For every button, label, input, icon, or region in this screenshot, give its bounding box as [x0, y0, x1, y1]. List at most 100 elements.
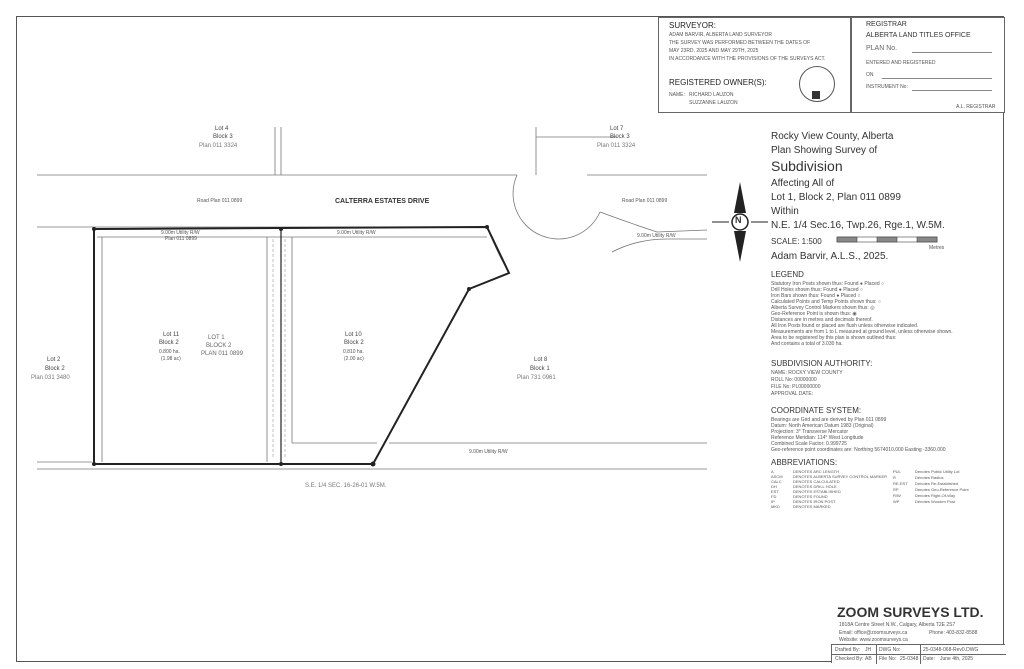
lot10-label: Lot 10 — [345, 332, 362, 338]
plan-showing: Plan Showing Survey of — [771, 145, 878, 156]
land-titles-office: ALBERTA LAND TITLES OFFICE — [866, 32, 971, 39]
existing-plan-label: PLAN 011 0899 — [201, 351, 243, 357]
company-phone: Phone: 403-832-8588 — [929, 630, 978, 636]
utility-rw-label: 9.00m Utility R/W — [337, 230, 376, 236]
scale-units: Metres — [929, 245, 945, 251]
owner-name: SUZZANNE LAUZON — [689, 100, 738, 106]
file-value: 25-0348 — [900, 656, 919, 662]
existing-block-label: BLOCK 2 — [206, 343, 232, 349]
abbr-desc: DENOTES ARC LENGTH — [793, 469, 840, 474]
abbr-code: ASCM — [771, 474, 783, 479]
plan-no-label: PLAN No. — [866, 45, 898, 52]
drafted-label: Drafted By: — [835, 647, 861, 653]
legend-item: Distances are in metres and decimals the… — [771, 317, 873, 323]
abbr-desc: Denotes Radius — [915, 475, 944, 480]
legend-item: And contains a total of 3.030 ha. — [771, 341, 843, 347]
existing-lot-label: LOT 1 — [208, 335, 225, 341]
lot8-label: Lot 8 — [534, 357, 548, 363]
coordinate-line: Projection: 3° Transverse Mercator — [771, 429, 849, 435]
surveyor-box: SURVEYOR: ADAM BARVIR, ALBERTA LAND SURV… — [658, 17, 851, 113]
abbr-code: CALC — [771, 479, 782, 484]
block2-label: Block 2 — [344, 340, 364, 346]
drafted-value: JH — [865, 647, 872, 653]
legend-item: Area to be registered by this plan is sh… — [771, 335, 897, 341]
legend-item: Geo-Reference Point is shown thus: ◉ — [771, 311, 857, 317]
authority-title: SUBDIVISION AUTHORITY: — [771, 359, 873, 368]
company-website: Website: www.zoomsurveys.ca — [839, 637, 908, 643]
abbr-desc: Denotes Re-Established — [915, 481, 959, 486]
coordinate-line: Combined Scale Factor: 0.999725 — [771, 441, 847, 447]
entered-label: ENTERED AND REGISTERED — [866, 60, 936, 66]
dwg-label: DWG No: — [879, 647, 901, 653]
utility-rw-label: 9.00m Utility R/W — [637, 233, 676, 239]
survey-sheet: SURVEYOR: ADAM BARVIR, ALBERTA LAND SURV… — [16, 16, 1006, 664]
abbr-desc: Denotes Right-Of-Way — [915, 493, 956, 498]
lot11-label: Lot 11 — [163, 332, 180, 338]
surveyor-line: THE SURVEY WAS PERFORMED BETWEEN THE DAT… — [669, 40, 811, 46]
utility-rw-label: 9.00m Utility R/W — [161, 230, 200, 236]
lot2-label: Lot 2 — [47, 357, 61, 363]
legend-item: Iron Bars shown thus: Found ● Placed ○ — [771, 293, 861, 299]
subdivision-title: Subdivision — [771, 158, 843, 174]
abbr-code: RE-EST — [893, 481, 908, 486]
block1-label: Block 1 — [530, 366, 550, 372]
legal-location: N.E. 1/4 Sec.16, Twp.26, Rge.1, W.5M. — [771, 220, 945, 231]
abbr-desc: DENOTES DRILL HOLE — [793, 484, 837, 489]
block2-label: Block 2 — [45, 366, 65, 372]
coordinate-title: COORDINATE SYSTEM: — [771, 406, 862, 415]
company-email: Email: office@zoomsurveys.ca — [839, 630, 908, 636]
scale-label: SCALE: 1:500 — [771, 237, 822, 246]
legend-item: Statutory Iron Posts shown thus: Found ●… — [771, 281, 885, 287]
abbr-code: A — [771, 469, 774, 474]
affecting-label: Affecting All of — [771, 178, 835, 189]
surveyor-title: SURVEYOR: — [669, 21, 716, 30]
legend-item: Drill Holes shown thus: Found ● Placed ○ — [771, 287, 863, 293]
abbr-desc: DENOTES MARKED — [793, 504, 831, 509]
abbr-code: EST — [771, 489, 779, 494]
plan-label: Plan 011 3324 — [597, 143, 636, 149]
lot-description: Lot 1, Block 2, Plan 011 0899 — [771, 192, 901, 203]
abbr-code: R/W — [893, 493, 901, 498]
instrument-label: INSTRUMENT No: — [866, 84, 908, 90]
area-label: 0.800 ha. — [159, 349, 180, 355]
lot4-label: Lot 4 — [215, 126, 229, 132]
abbr-code: R — [893, 475, 896, 480]
abbr-code: WP — [893, 499, 900, 504]
block2-label: Block 2 — [159, 340, 179, 346]
authority-line: APPROVAL DATE: — [771, 391, 814, 397]
coordinate-line: Reference Meridian: 114° West Longitude — [771, 435, 864, 441]
authority-line: NAME: ROCKY VIEW COUNTY — [771, 370, 843, 376]
surveyor-line: ADAM BARVIR, ALBERTA LAND SURVEYOR — [669, 32, 772, 38]
coordinate-line: Bearings are Grid and are derived by Pla… — [771, 417, 887, 423]
on-line — [882, 78, 992, 79]
lot7-label: Lot 7 — [610, 126, 624, 132]
survey-plan-drawing — [37, 127, 938, 470]
legend-item: Alberta Survey Control Markers shown thu… — [771, 305, 875, 311]
abbr-desc: DENOTES IRON POST — [793, 499, 836, 504]
abbr-code: FD — [771, 494, 777, 499]
author-line: Adam Barvir, A.L.S., 2025. — [771, 251, 889, 262]
checked-value: AB — [865, 656, 872, 662]
legend-title: LEGEND — [771, 270, 804, 279]
abbr-desc: DENOTES FOUND — [793, 494, 828, 499]
acres-label: (1.98 ac) — [161, 356, 181, 362]
acres-label: (2.00 ac) — [344, 356, 364, 362]
instrument-line — [912, 90, 992, 91]
abbr-desc: DENOTES ESTABLISHED — [793, 489, 841, 494]
company-address: 1818A Centre Street N.W., Calgary, Alber… — [839, 622, 956, 628]
area-label: 0.810 ha. — [343, 349, 364, 355]
abbr-code: RP — [893, 487, 899, 492]
plan-label: Plan 011 3324 — [199, 143, 238, 149]
abbr-desc: Denotes Geo-Reference Point — [915, 487, 969, 492]
block3-label: Block 3 — [610, 134, 630, 140]
coordinate-line: Datum: North American Datum 1983 (Origin… — [771, 423, 874, 429]
abbr-desc: DENOTES ALBERTA SURVEY CONTROL MARKER — [793, 474, 888, 479]
plan-label: Plan 031 3480 — [31, 375, 70, 381]
road-name: CALTERRA ESTATES DRIVE — [335, 198, 430, 205]
legend-item: All Iron Posts found or placed are flush… — [771, 323, 919, 329]
surveyor-line: IN ACCORDANCE WITH THE PROVISIONS OF THE… — [669, 56, 826, 62]
utility-plan-label: Plan 011 0899 — [165, 236, 197, 242]
parcel-boundary — [93, 225, 511, 465]
surveyor-line: MAY 23RD, 2025 AND MAY 29TH, 2025 — [669, 48, 759, 54]
owners-title: REGISTERED OWNER(S): — [669, 78, 767, 87]
